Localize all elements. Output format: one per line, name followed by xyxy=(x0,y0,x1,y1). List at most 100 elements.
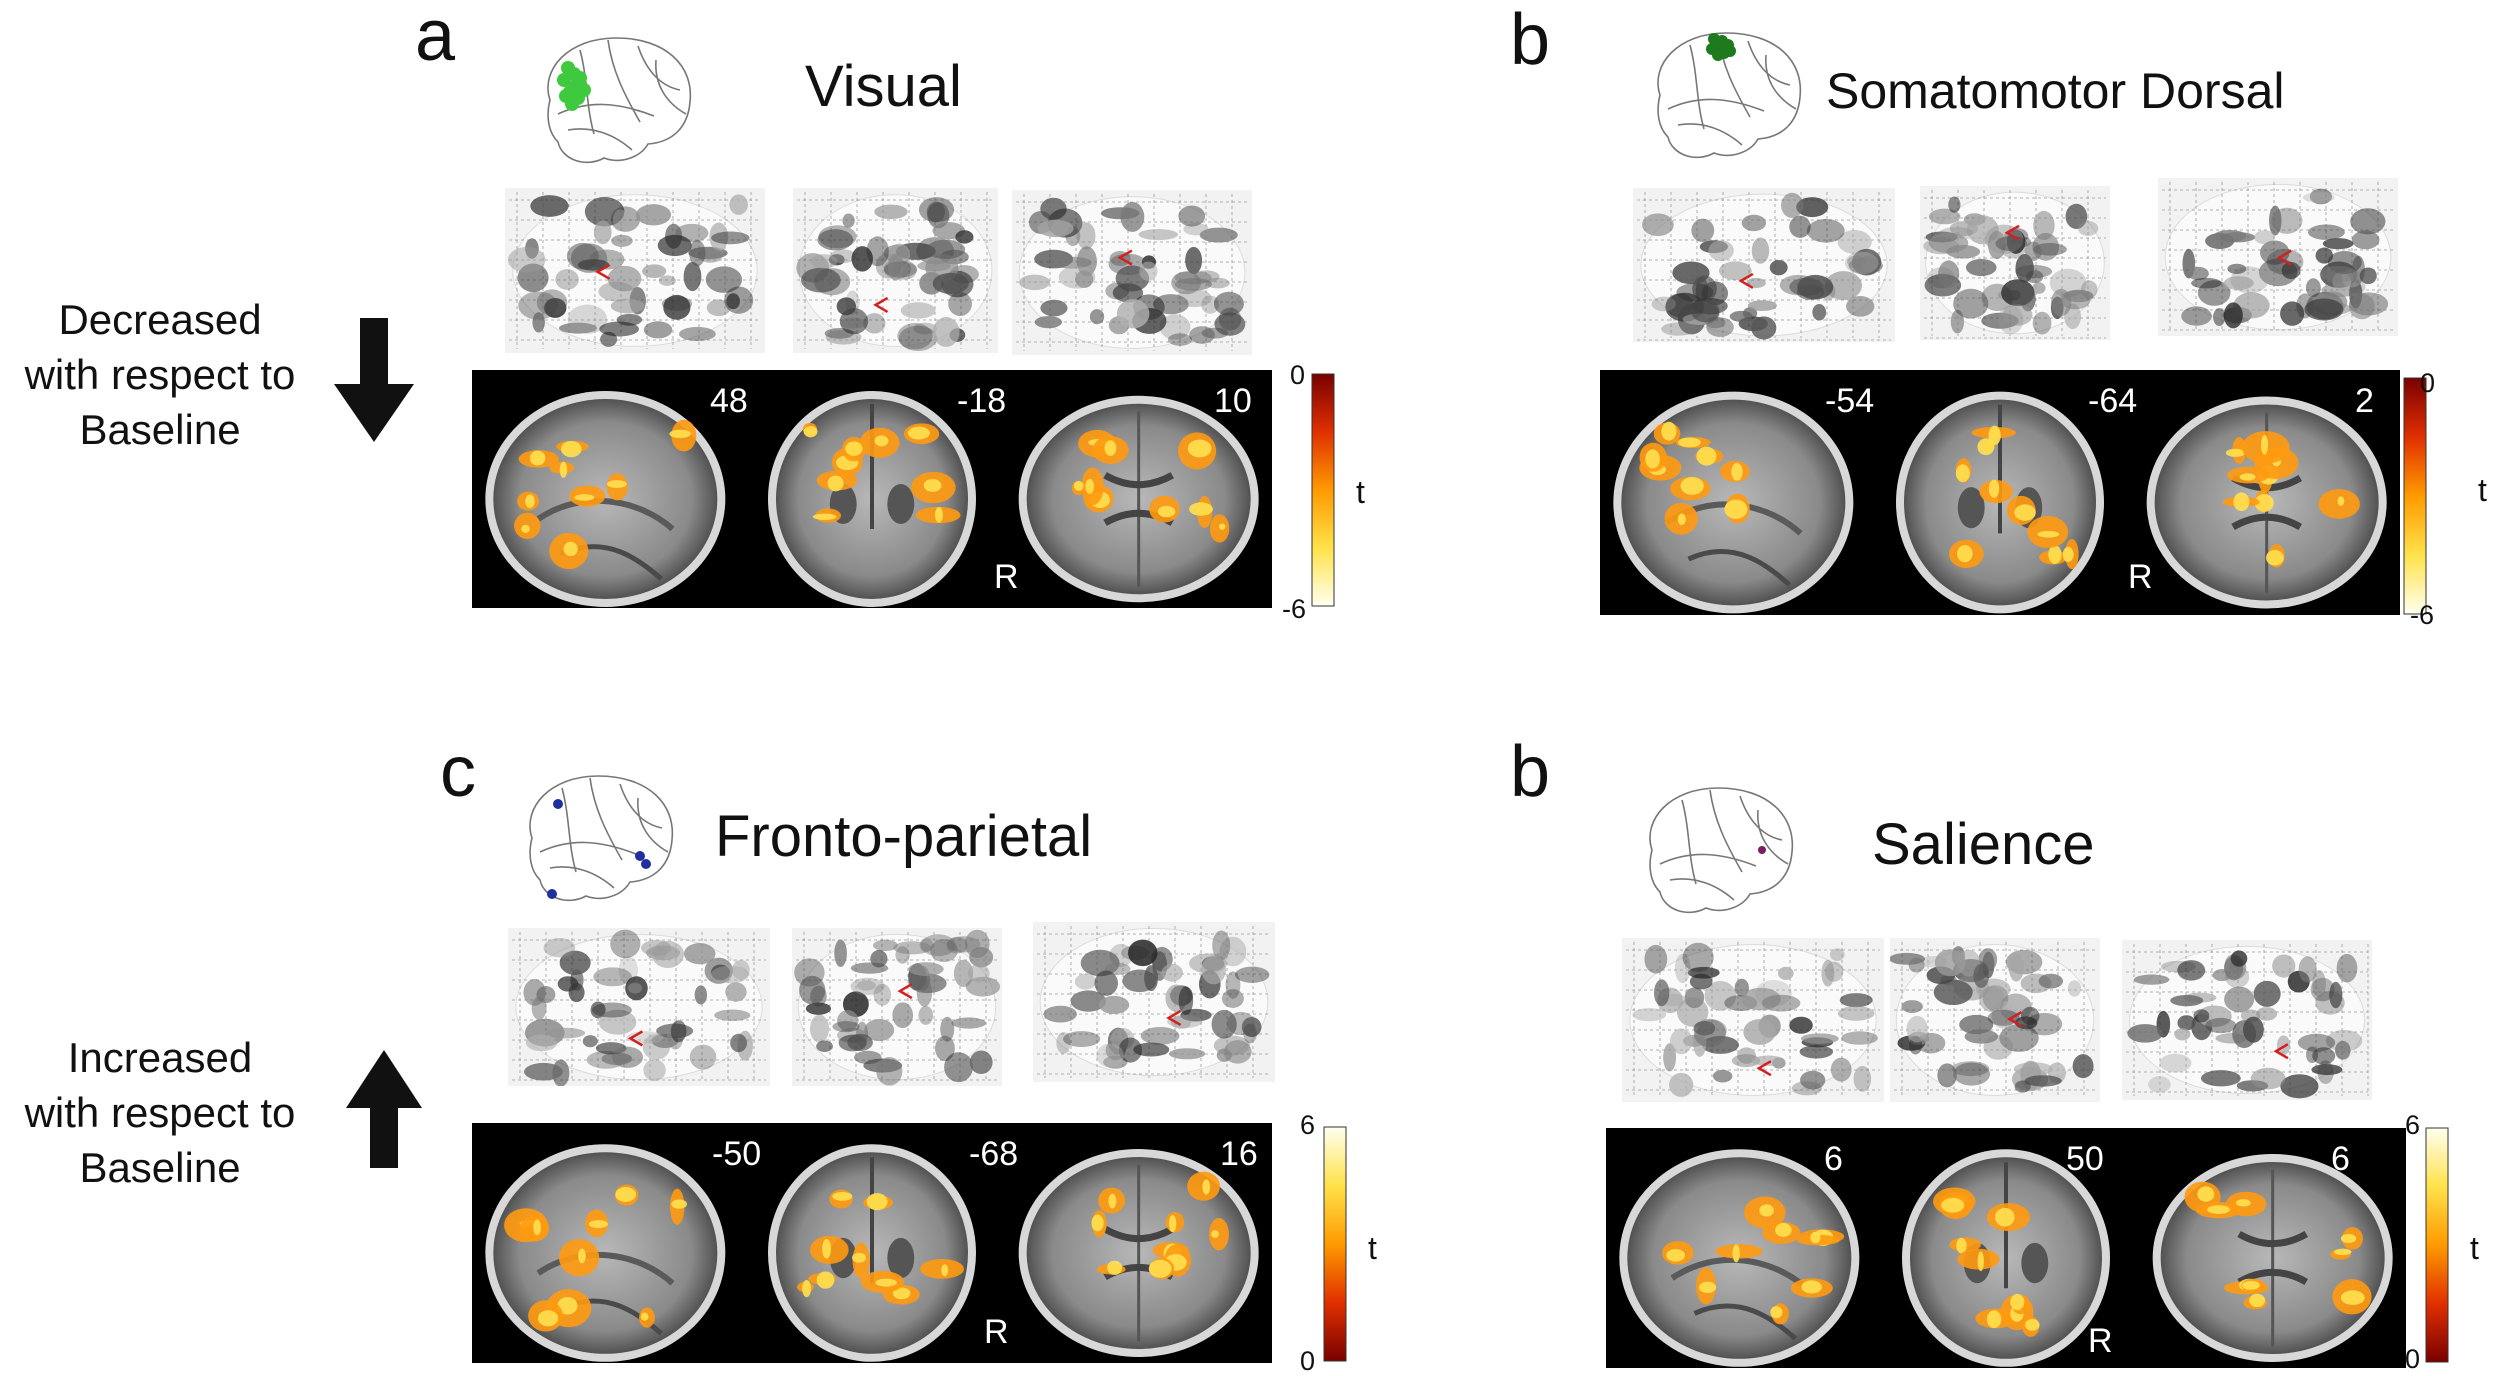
brain-contour xyxy=(547,37,692,164)
activation-blob xyxy=(2174,1028,2191,1041)
peak-marker xyxy=(1117,249,1133,266)
activation-blob xyxy=(2020,973,2052,994)
activation-blob xyxy=(2281,262,2301,280)
activation-blob xyxy=(900,302,936,319)
glass-blobs xyxy=(2127,950,2363,1099)
activation-blob xyxy=(2015,264,2053,279)
activation-core xyxy=(2025,1318,2040,1331)
activation-core xyxy=(803,425,818,438)
activation-blob xyxy=(887,253,904,281)
activation-blob xyxy=(1122,969,1157,993)
activation-blob xyxy=(2350,208,2386,235)
activation-blob xyxy=(953,959,974,988)
mri-slices: -50 -68 16 R xyxy=(472,1123,1272,1363)
slice-number-sagittal: -54 xyxy=(1825,382,1875,420)
activation-core xyxy=(1091,1214,1104,1232)
activation-blob xyxy=(1908,957,1925,973)
activation-blob xyxy=(926,239,966,260)
activation-core xyxy=(1770,1306,1783,1319)
activation-blob xyxy=(1796,197,1829,218)
colorbar xyxy=(2402,376,2438,616)
activation-blob xyxy=(1167,1014,1203,1029)
activation-core xyxy=(852,1252,867,1263)
ventricle xyxy=(1103,1225,1175,1242)
sagittal-slice xyxy=(1619,1149,1860,1367)
activation-blob xyxy=(598,1009,637,1035)
brain-fissure xyxy=(1667,98,1765,112)
glass-brain-coronal xyxy=(793,188,998,353)
activation-blob xyxy=(834,939,847,968)
sagittal-slice xyxy=(1613,391,1854,614)
activation-core xyxy=(1218,523,1226,530)
activation-blob xyxy=(944,1052,974,1083)
glass-brain-coronal xyxy=(1920,186,2110,340)
activation-core xyxy=(578,1248,586,1264)
glass-brain-coronal xyxy=(1890,938,2100,1102)
slice-number-sagittal: 6 xyxy=(1824,1140,1843,1178)
activation-blob xyxy=(531,996,547,1020)
brain-fissure xyxy=(1659,853,1757,867)
glass-blobs xyxy=(1890,946,2094,1093)
activation-blob xyxy=(670,1020,687,1043)
mri-slices: 48 -18 10 R xyxy=(472,370,1272,608)
activation-blob xyxy=(1708,240,1734,262)
activation-blob xyxy=(1973,963,1990,988)
activation-blob xyxy=(1140,1026,1180,1045)
activation-blob xyxy=(2298,956,2317,983)
seed-dot xyxy=(573,71,587,85)
activation-blob xyxy=(643,1059,666,1082)
glass-blobs xyxy=(1019,197,1246,346)
activation-blob xyxy=(1221,989,1244,1009)
activation-blob xyxy=(1676,283,1714,302)
activation-blob xyxy=(2159,1053,2192,1073)
brain-sulcus xyxy=(655,59,687,115)
activation-core xyxy=(1955,464,1970,483)
activation-blob xyxy=(591,1002,632,1018)
activation-blob xyxy=(2269,205,2282,236)
activation-core xyxy=(1731,462,1743,481)
activation-clusters xyxy=(1091,1171,1229,1280)
activation-core xyxy=(892,1287,911,1300)
activation-core xyxy=(1724,499,1748,519)
activation-blob xyxy=(817,229,854,251)
activation-blob xyxy=(1651,296,1676,312)
activation-blob xyxy=(1751,316,1777,340)
activation-core xyxy=(537,1310,559,1327)
activation-blob xyxy=(876,1057,903,1086)
activation-core xyxy=(615,1187,637,1202)
activation-blob xyxy=(1654,979,1670,1007)
activation-blob xyxy=(2305,278,2321,298)
activation-blob xyxy=(1689,973,1713,990)
activation-clusters xyxy=(1933,1187,2040,1337)
activation-blob xyxy=(850,977,885,996)
activation-blob xyxy=(2191,277,2222,289)
activation-blob xyxy=(730,1033,747,1053)
activation-blob xyxy=(2271,207,2303,234)
glass-blobs xyxy=(1043,930,1270,1069)
activation-blob xyxy=(661,296,693,311)
activation-blob xyxy=(610,206,641,232)
ventricle xyxy=(2237,1269,2309,1286)
ventricle xyxy=(2021,1242,2049,1284)
activation-core xyxy=(2010,1293,2025,1311)
activation-core xyxy=(1986,1310,2002,1329)
brain-contour xyxy=(529,775,674,902)
activation-core xyxy=(1956,1237,1967,1254)
seed-dot xyxy=(635,851,645,861)
activation-blob xyxy=(1851,248,1882,276)
activation-core xyxy=(2225,448,2245,457)
activation-blob xyxy=(1806,219,1845,243)
activation-blob xyxy=(2311,1064,2343,1076)
activation-blob xyxy=(706,299,731,317)
brain-sulcus xyxy=(561,787,577,873)
brain-outline xyxy=(529,775,674,902)
activation-blob xyxy=(1984,224,2024,254)
brain-sulcus xyxy=(1739,795,1783,841)
activation-blob xyxy=(524,1062,563,1081)
activation-blob xyxy=(2170,994,2204,1007)
activation-blob xyxy=(2319,265,2357,283)
arrow-up-icon xyxy=(346,1050,422,1168)
peak-marker xyxy=(873,296,889,314)
activation-core xyxy=(1759,1204,1774,1217)
seed-dot xyxy=(1758,846,1766,854)
